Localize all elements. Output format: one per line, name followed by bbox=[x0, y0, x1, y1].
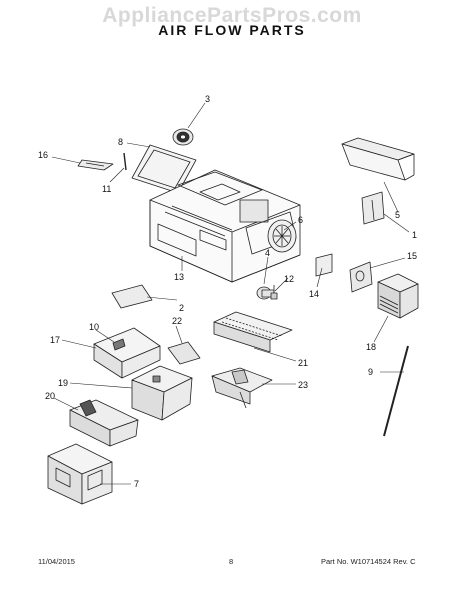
callout-12: 12 bbox=[284, 274, 294, 284]
part-12-clip bbox=[270, 285, 278, 300]
callout-20: 20 bbox=[45, 391, 55, 401]
callout-19: 19 bbox=[58, 378, 68, 388]
part-2-plate bbox=[111, 284, 153, 309]
callout-5: 5 bbox=[395, 210, 400, 220]
callout-14: 14 bbox=[309, 289, 319, 299]
part-10-duct-cover bbox=[93, 327, 161, 379]
leader-lines bbox=[51, 102, 410, 485]
callout-21: 21 bbox=[298, 358, 308, 368]
callout-10: 10 bbox=[89, 322, 99, 332]
part-5-vent-duct bbox=[341, 137, 415, 181]
callout-15: 15 bbox=[407, 251, 417, 261]
part-9-rod bbox=[383, 345, 409, 437]
callout-23: 23 bbox=[298, 380, 308, 390]
callout-11: 11 bbox=[102, 184, 111, 194]
part-23-damper bbox=[211, 367, 273, 409]
footer-date: 11/04/2015 bbox=[38, 557, 75, 566]
part-22-pad bbox=[167, 341, 201, 365]
callout-6: 6 bbox=[298, 215, 303, 225]
part-6-blower-wheel bbox=[267, 219, 297, 253]
callout-9: 9 bbox=[368, 367, 373, 377]
callout-4: 4 bbox=[265, 248, 270, 258]
callout-18: 18 bbox=[366, 342, 376, 352]
callout-8: 8 bbox=[118, 137, 123, 147]
footer-page-number: 8 bbox=[229, 557, 234, 566]
part-7-housing-box bbox=[47, 443, 113, 505]
footer-part-number: Part No. W10714524 Rev. C bbox=[321, 557, 416, 566]
part-14-bracket bbox=[315, 253, 333, 277]
part-20-bracket bbox=[69, 399, 139, 447]
callout-13: 13 bbox=[174, 272, 184, 282]
part-21-grease-filter bbox=[213, 311, 293, 353]
part-11-rod bbox=[123, 152, 127, 171]
callout-labels: 3 8 16 11 13 4 12 6 2 14 15 5 1 18 9 21 … bbox=[38, 94, 417, 489]
part-8-filter-frame bbox=[131, 144, 197, 194]
part-19-duct bbox=[131, 365, 193, 421]
callout-22: 22 bbox=[172, 316, 182, 326]
callout-16: 16 bbox=[38, 150, 48, 160]
callout-7: 7 bbox=[134, 479, 139, 489]
part-18-transformer bbox=[377, 273, 419, 319]
part-15-switch bbox=[349, 261, 373, 293]
part-3-fan-motor-knob bbox=[172, 128, 194, 146]
callout-17: 17 bbox=[50, 335, 60, 345]
part-1-bracket bbox=[361, 191, 385, 225]
page-title: AIR FLOW PARTS bbox=[158, 22, 306, 38]
callout-1: 1 bbox=[412, 230, 417, 240]
part-16-bracket bbox=[77, 159, 114, 171]
callout-2: 2 bbox=[179, 303, 184, 313]
callout-3: 3 bbox=[205, 94, 210, 104]
watermark: AppliancePartsPros.com bbox=[102, 4, 362, 27]
